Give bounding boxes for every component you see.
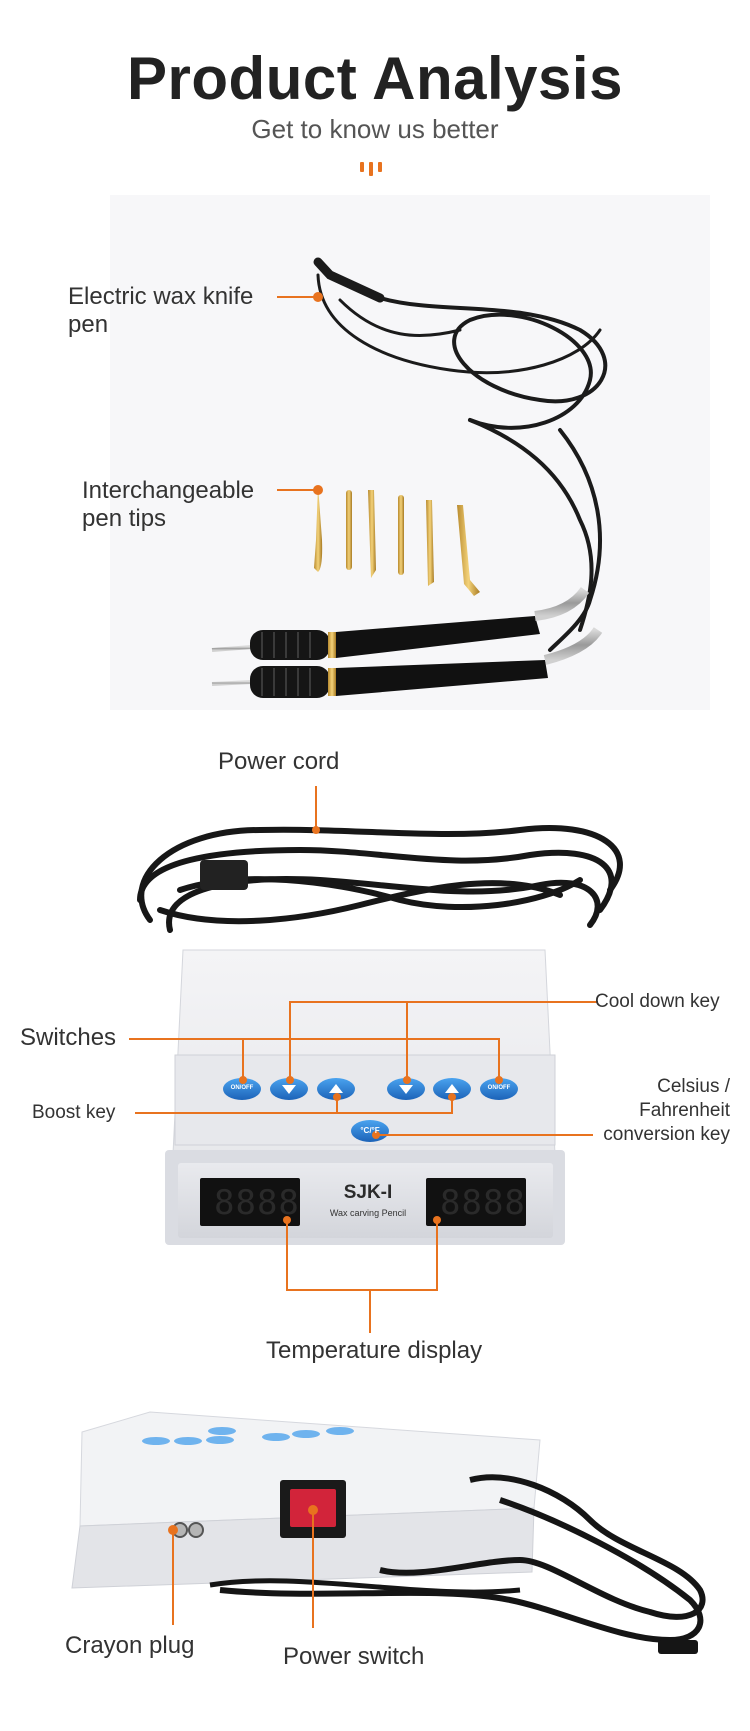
temp-unit-button: °C/°F (360, 1126, 380, 1135)
left-display (200, 1178, 300, 1226)
right-display-digits: 8888 (440, 1183, 526, 1223)
label-celsius-fahrenheit: Celsius / Fahrenheit conversion key (603, 1076, 730, 1145)
on-off-button-right: ON/OFF (487, 1085, 511, 1091)
right-display (426, 1178, 526, 1226)
label-electric-wax-knife-pen: Electric wax knife pen (68, 283, 254, 338)
device-side-view (71, 1411, 706, 1654)
device-caption: Wax carving Pencil (329, 1208, 407, 1218)
section1-backdrop (110, 195, 710, 710)
section2-dots (239, 826, 503, 1224)
section3-leaders (168, 1505, 318, 1628)
device-model: SJK-I (343, 1182, 393, 1203)
page-title: Product Analysis (127, 45, 623, 112)
on-off-button-left: ON/OFF (230, 1085, 254, 1091)
label-cool-down-key: Cool down key (595, 991, 720, 1012)
section2-leaders (129, 786, 598, 1333)
pen-tips (314, 485, 480, 596)
label-power-switch: Power switch (283, 1643, 425, 1670)
page-subtitle: Get to know us better (251, 114, 499, 144)
label-power-cord: Power cord (218, 748, 340, 775)
accent-mark (360, 162, 387, 180)
pens (211, 586, 603, 698)
label-boost-key: Boost key (32, 1102, 116, 1123)
label-switches: Switches (20, 1024, 117, 1051)
left-display-digits: 8888 (214, 1183, 300, 1223)
pen-cord (313, 227, 608, 652)
label-temperature-display: Temperature display (266, 1337, 483, 1364)
device-box (165, 949, 565, 1245)
section1-leaders (277, 292, 323, 495)
power-plug (200, 860, 248, 890)
label-crayon-plug: Crayon plug (65, 1632, 195, 1659)
label-interchangeable-pen-tips: Interchangeable pen tips (82, 477, 255, 532)
